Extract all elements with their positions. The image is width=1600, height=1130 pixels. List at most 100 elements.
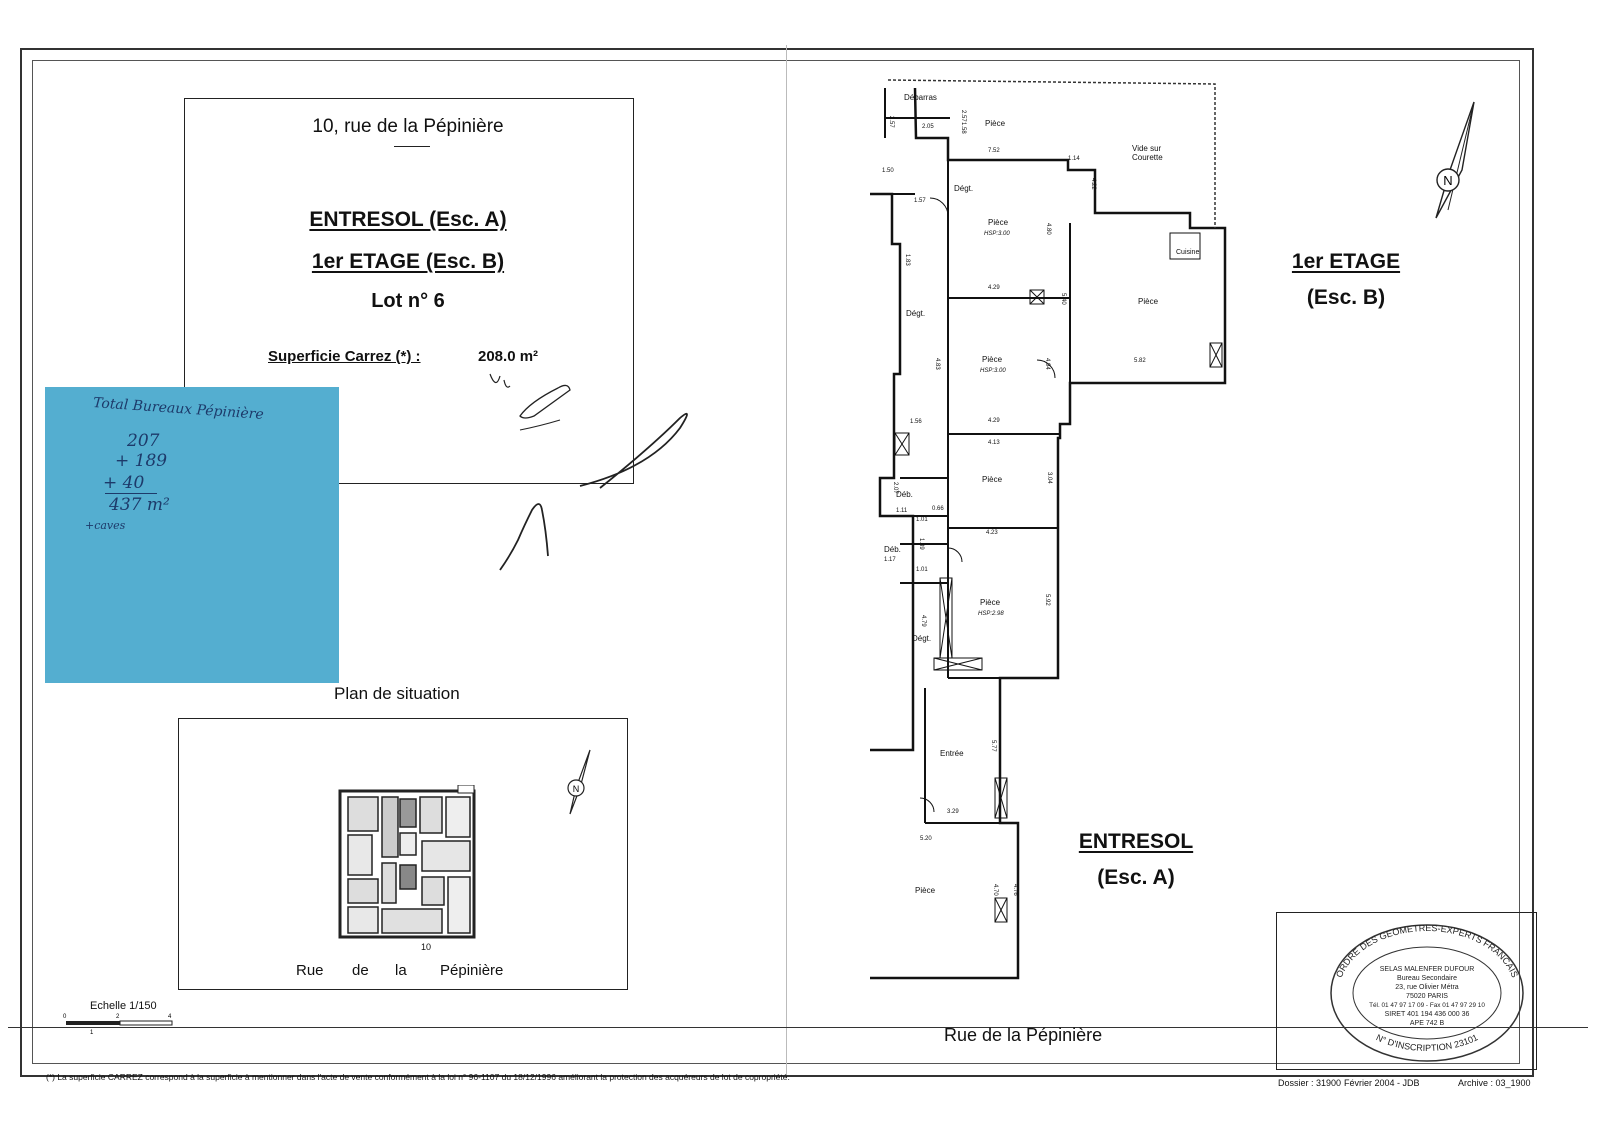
room-degt-2: Dégt. bbox=[906, 309, 925, 318]
dim-11: 4.83 bbox=[934, 358, 940, 370]
document-date: Février 2004 - JDB bbox=[1344, 1078, 1420, 1088]
north-arrow-icon: N bbox=[1435, 101, 1475, 219]
dim-13: 5.82 bbox=[1134, 358, 1146, 364]
dim-10: 4.29 bbox=[988, 418, 1000, 424]
dim-12: 4.94 bbox=[1044, 358, 1050, 370]
dim-0: 2.05 bbox=[922, 124, 934, 130]
dim-23: 1.01 bbox=[916, 567, 928, 573]
stamp-ape: APE 742 B bbox=[1410, 1020, 1445, 1027]
dim-15: 4.13 bbox=[988, 440, 1000, 446]
title-etage: 1er ETAGE (Esc. B) bbox=[311, 250, 505, 273]
room-degt-3: Dégt. bbox=[912, 634, 931, 643]
street-word-pepiniere: Pépinière bbox=[440, 962, 504, 979]
stamp-office: Bureau Secondaire bbox=[1397, 975, 1457, 982]
scale-tick-4: 4 bbox=[168, 1014, 172, 1020]
north-letter-small: N bbox=[573, 784, 580, 794]
dim-29: 4.70 bbox=[992, 884, 998, 896]
dim-18: 1.11 bbox=[896, 508, 908, 514]
title-lot: Lot n° 6 bbox=[371, 290, 445, 312]
surveyor-stamp: ORDRE DES GEOMETRES-EXPERTS FRANCAIS N° … bbox=[1330, 923, 1524, 1062]
dim-3: 7.52 bbox=[988, 148, 1000, 154]
dim-20: 0.66 bbox=[932, 506, 944, 512]
address-rule bbox=[394, 146, 430, 147]
room-piece-5: Pièce bbox=[980, 598, 1001, 607]
dossier-number: Dossier : 31900 bbox=[1278, 1078, 1342, 1088]
room-hsp-5: HSP:2.98 bbox=[978, 611, 1004, 617]
room-piece-big: Pièce bbox=[1138, 297, 1159, 306]
title-entresol: ENTRESOL (Esc. A) bbox=[309, 208, 507, 231]
svg-text:N° D'INSCRIPTION 23101: N° D'INSCRIPTION 23101 bbox=[1375, 1032, 1480, 1053]
dim-32: 1.83 bbox=[904, 254, 910, 266]
stamp-siret: SIRET 401 194 436 000 36 bbox=[1385, 1011, 1470, 1018]
stamp-firm: SELAS MALENFER DUFOUR bbox=[1380, 966, 1475, 973]
footnote: (*) La superficie CARREZ correspond à la… bbox=[46, 1072, 790, 1082]
dim-22: 1.17 bbox=[884, 557, 896, 563]
north-arrow-small-icon: N bbox=[567, 749, 591, 815]
dim-16: 3.04 bbox=[1046, 472, 1052, 484]
sticky-line-1: Total Bureaux Pépinière bbox=[92, 395, 265, 423]
sum-rule bbox=[105, 493, 157, 494]
situation-building bbox=[338, 785, 476, 939]
room-hsp-2: HSP:3.00 bbox=[984, 231, 1010, 237]
sticky-note: Total Bureaux Pépinière 207 + 189 + 40 4… bbox=[45, 387, 339, 683]
room-hsp-3: HSP:3.00 bbox=[980, 368, 1006, 374]
label-1er-etage-esc: (Esc. B) bbox=[1306, 286, 1386, 309]
dim-1: 1.58 bbox=[960, 122, 966, 134]
archive-number: Archive : 03_1900 bbox=[1458, 1078, 1531, 1088]
room-piece-6: Pièce bbox=[915, 886, 936, 895]
dim-19: 1.01 bbox=[916, 517, 928, 523]
dim-6: 1.57 bbox=[914, 198, 926, 204]
dim-27: 3.29 bbox=[947, 809, 959, 815]
surface-label: Superficie Carrez (*) : bbox=[268, 348, 421, 365]
dim-28: 5.20 bbox=[920, 836, 932, 842]
room-debarras: Débarras bbox=[904, 93, 937, 102]
street-word-de: de bbox=[352, 962, 369, 979]
room-entree: Entrée bbox=[940, 749, 964, 758]
situation-box bbox=[178, 718, 628, 990]
scale-tick-0: 0 bbox=[63, 1014, 67, 1020]
room-courette: Courette bbox=[1132, 153, 1163, 162]
situation-number: 10 bbox=[421, 942, 432, 952]
scale-label: Echelle 1/150 bbox=[90, 1000, 157, 1012]
dim-8: 4.80 bbox=[1045, 223, 1051, 235]
scale-bar: 0 2 4 1 bbox=[63, 1014, 173, 1036]
floor-plan: Débarras Pièce Vide sur Courette Dégt. P… bbox=[870, 79, 1227, 980]
dim-7: 4.29 bbox=[988, 285, 1000, 291]
dim-30: 4.76 bbox=[1012, 884, 1018, 896]
sticky-line-6: +caves bbox=[85, 519, 126, 532]
address: 10, rue de la Pépinière bbox=[312, 116, 504, 137]
stamp-city: 75020 PARIS bbox=[1406, 993, 1448, 1000]
label-entresol-esc: (Esc. A) bbox=[1097, 866, 1175, 889]
dim-4: 1.14 bbox=[1068, 156, 1080, 162]
sticky-line-4: + 40 bbox=[103, 473, 145, 493]
dim-33: 4.22 bbox=[1090, 178, 1096, 190]
room-piece-2: Pièce bbox=[988, 218, 1009, 227]
dim-2: 2.57 bbox=[960, 110, 966, 122]
stamp-street: 23, rue Olivier Métra bbox=[1395, 984, 1459, 991]
dim-21: 4.23 bbox=[986, 530, 998, 536]
page-border-inner bbox=[32, 60, 1520, 1064]
room-deb-2: Déb. bbox=[884, 545, 901, 554]
fold-line bbox=[786, 45, 787, 1075]
dim-31: 1.89 bbox=[918, 538, 924, 550]
page-border-outer bbox=[20, 48, 1534, 1077]
room-piece-3: Pièce bbox=[982, 355, 1003, 364]
stamp-box bbox=[1276, 912, 1537, 1070]
label-1er-etage: 1er ETAGE bbox=[1291, 250, 1401, 273]
dim-26: 5.77 bbox=[990, 740, 996, 752]
scale-tick-2: 2 bbox=[116, 1014, 120, 1020]
stamp-bottom-arc: N° D'INSCRIPTION 23101 bbox=[1375, 1032, 1480, 1053]
dim-24: 4.79 bbox=[920, 615, 926, 627]
room-deb-1: Déb. bbox=[896, 490, 913, 499]
title-block bbox=[184, 98, 634, 484]
dim-25: 5.92 bbox=[1044, 594, 1050, 606]
stamp-phone: Tél. 01 47 97 17 09 - Fax 01 47 97 29 10 bbox=[1369, 1002, 1485, 1009]
dim-5: 1.50 bbox=[882, 168, 894, 174]
signature-scribble bbox=[489, 373, 688, 571]
dim-17: 2.07 bbox=[892, 482, 898, 494]
sticky-line-2: 207 bbox=[127, 431, 160, 451]
sticky-line-3: + 189 bbox=[115, 451, 168, 471]
dim-9: 5.40 bbox=[1060, 293, 1066, 305]
scale-tick-1: 1 bbox=[90, 1030, 94, 1036]
street-word-rue: Rue bbox=[296, 962, 324, 979]
